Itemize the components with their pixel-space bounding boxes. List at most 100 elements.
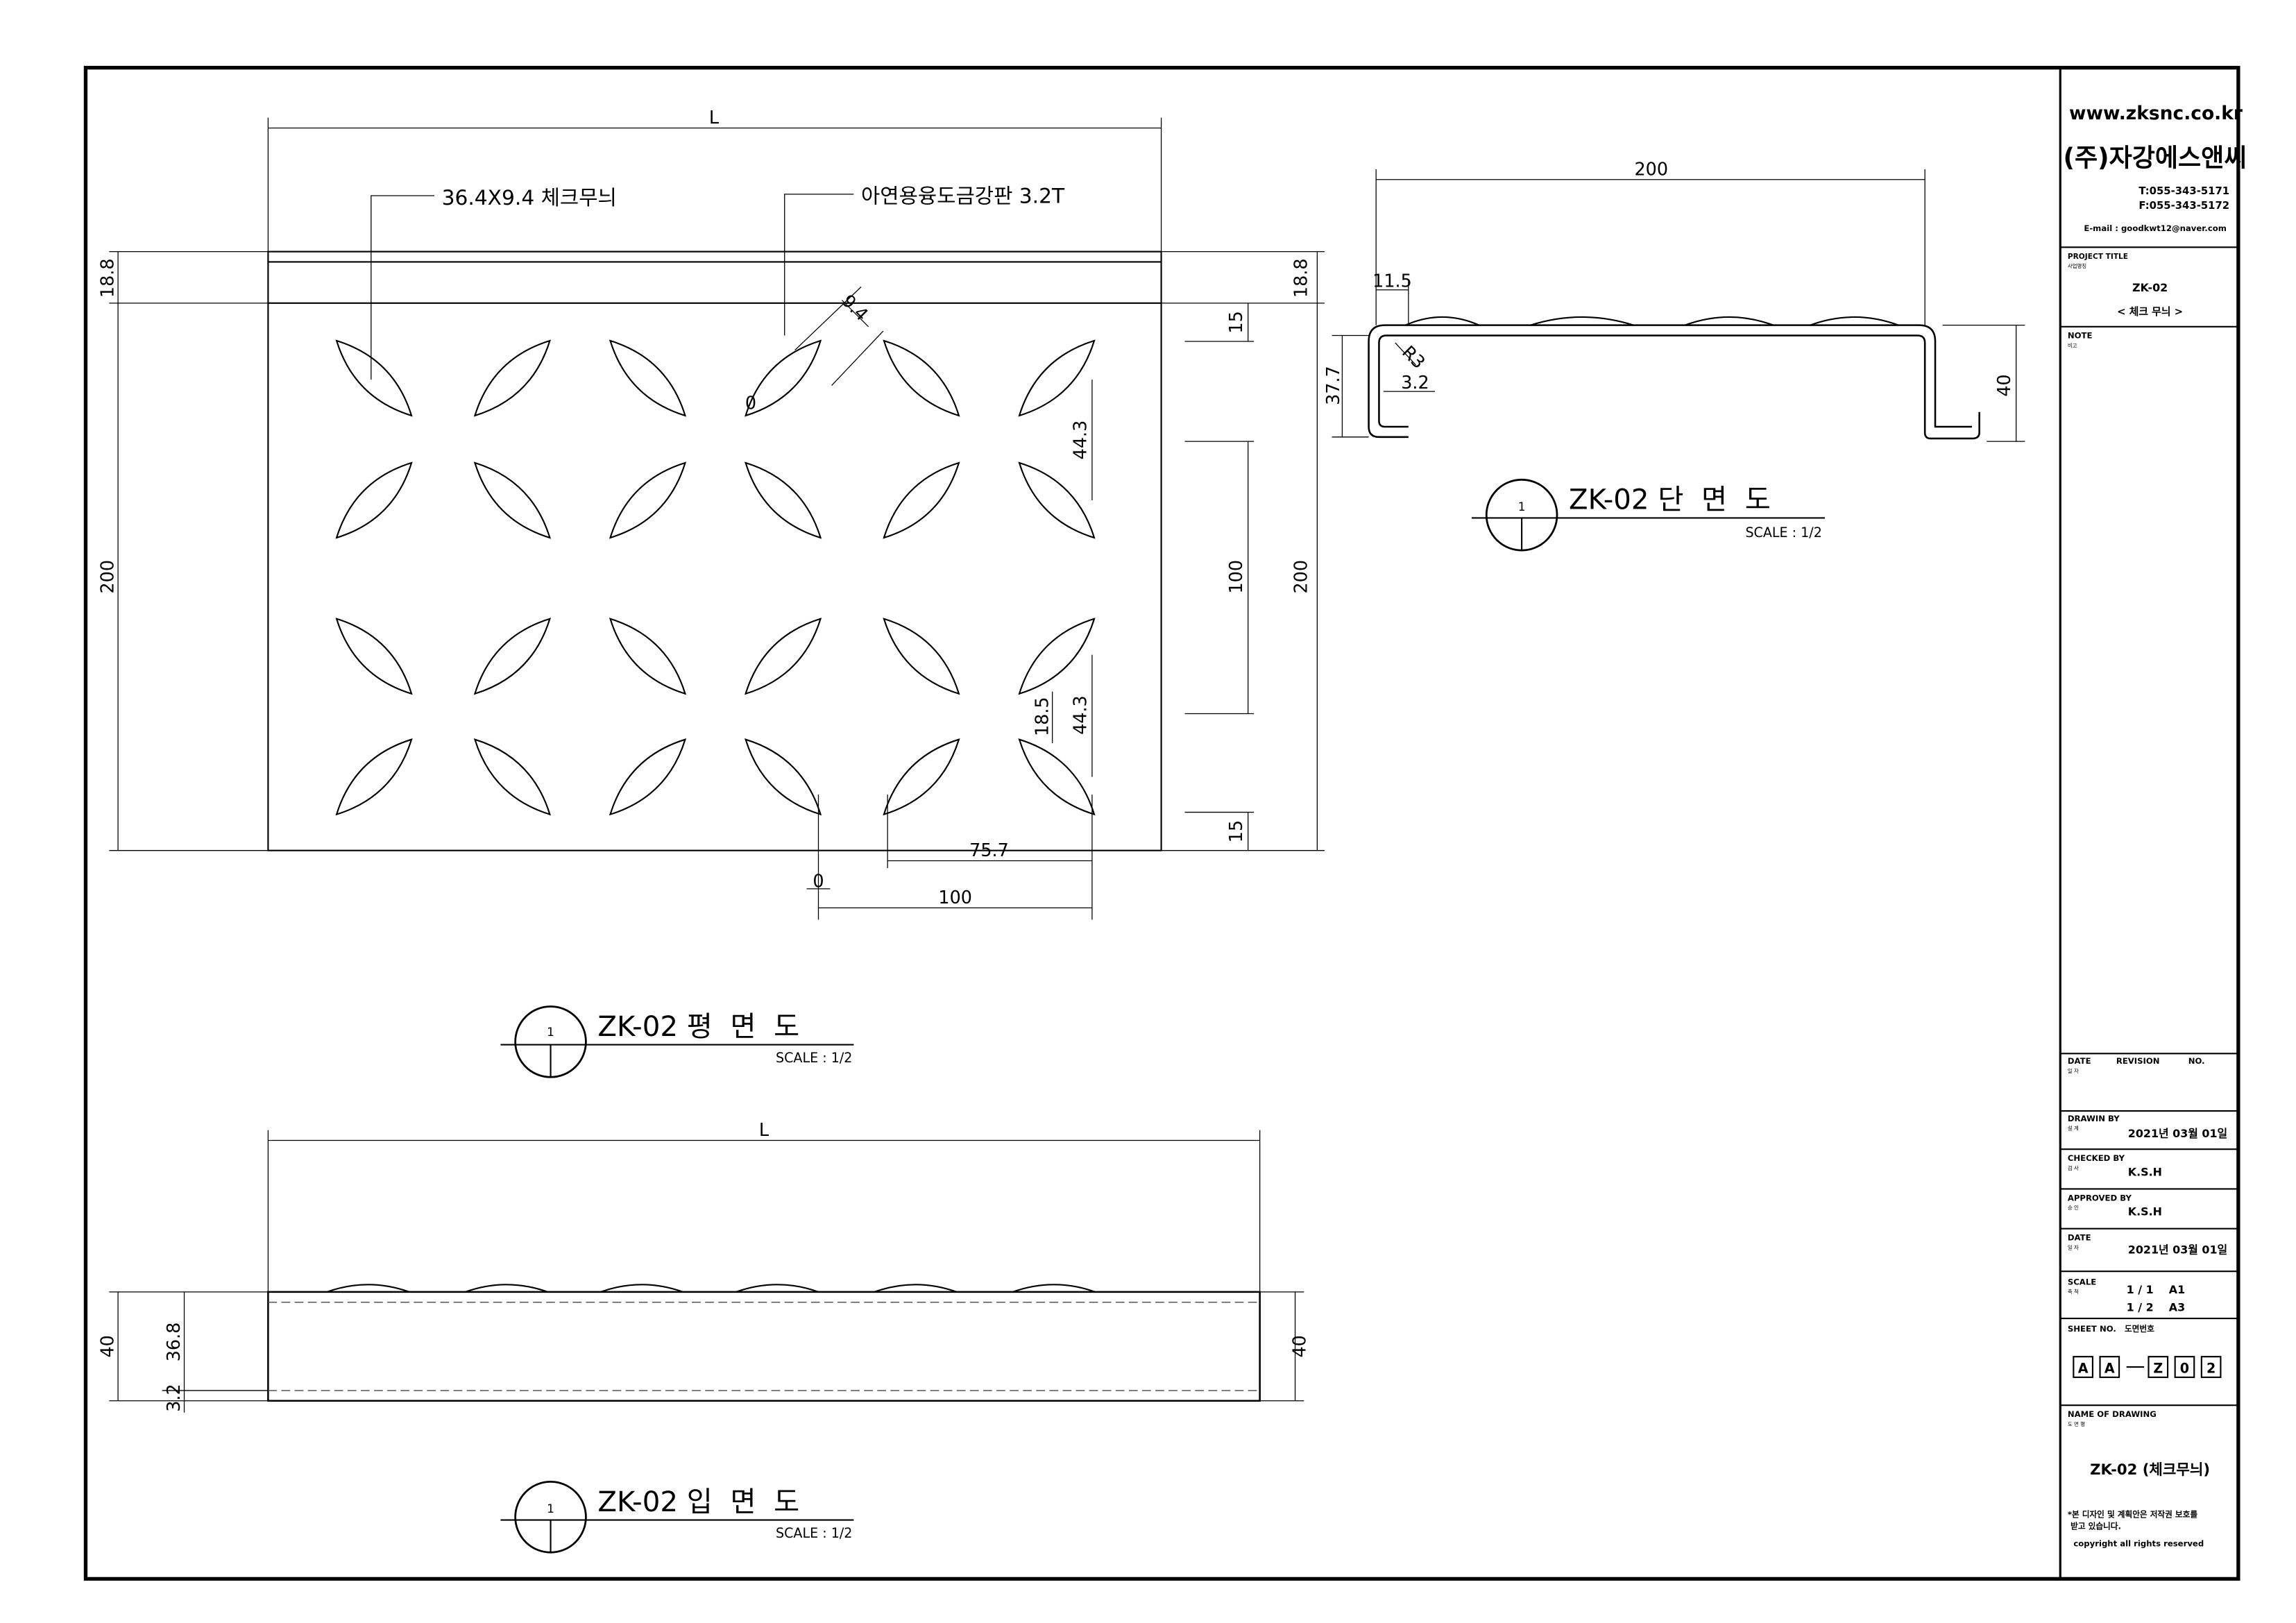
sheet-char: A bbox=[2104, 1361, 2115, 1377]
checker-leaf bbox=[883, 339, 960, 417]
callout-material: 아연용융도금강판 3.2T bbox=[861, 184, 1065, 208]
dim-height: 37.7 bbox=[1323, 366, 1343, 405]
project-name: < 체크 무늬 > bbox=[2117, 306, 2183, 318]
company-tel: T:055-343-5171 bbox=[2138, 185, 2229, 197]
dim-right-height: 40 bbox=[1289, 1335, 1309, 1357]
checker-pattern bbox=[335, 339, 1096, 816]
checker-leaf bbox=[335, 618, 413, 695]
company-fax: F:055-343-5172 bbox=[2138, 200, 2229, 212]
dim-radius: R3 bbox=[1398, 341, 1429, 373]
title-block: www.zksnc.co.kr (주)자강에스앤씨 T:055-343-5171… bbox=[2064, 103, 2247, 1549]
dim-width: 200 bbox=[1634, 158, 1668, 179]
sheet-no-label: SHEET NO. 도면번호 bbox=[2068, 1324, 2154, 1334]
date2-kr: 일 자 bbox=[2068, 1244, 2079, 1250]
date-kr: 일 자 bbox=[2068, 1068, 2079, 1074]
elevation-view: L 40 36.8 3.2 40 1 ZK-02 입 면 도 SCALE : 1… bbox=[97, 1119, 1309, 1554]
sheet-no-boxes bbox=[2073, 1356, 2222, 1378]
view-scale: SCALE : 1/2 bbox=[1745, 525, 1821, 541]
checker-leaf bbox=[1018, 339, 1096, 417]
view-title: ZK-02 입 면 도 bbox=[597, 1486, 799, 1518]
dim-pitch-v: 100 bbox=[1225, 560, 1246, 594]
view-scale: SCALE : 1/2 bbox=[776, 1051, 852, 1066]
detail-number: 1 bbox=[1518, 500, 1526, 513]
checker-leaf bbox=[473, 339, 551, 417]
project-title-label: PROJECT TITLE bbox=[2068, 253, 2128, 261]
dim-zero: 0 bbox=[813, 871, 824, 892]
dim-height: 200 bbox=[97, 560, 118, 594]
plate-side bbox=[267, 1291, 1261, 1402]
approved-by-kr: 승 인 bbox=[2068, 1204, 2079, 1211]
dim-thickness: 3.2 bbox=[1401, 372, 1429, 393]
checker-leaf bbox=[609, 461, 687, 539]
dim-pitch-b: 44.3 bbox=[1069, 695, 1090, 735]
checker-leaf bbox=[473, 738, 551, 816]
approved-by-value: K.S.H bbox=[2128, 1205, 2162, 1218]
sheet-char: 0 bbox=[2180, 1361, 2189, 1377]
dim-length: L bbox=[759, 1119, 769, 1140]
scale-kr: 축 척 bbox=[2068, 1289, 2079, 1295]
section-view: 200 11.5 37.7 R3 3.2 40 1 ZK-02 단 면 도 SC… bbox=[1323, 158, 2025, 552]
drawn-by-label: DRAWIN BY bbox=[2068, 1114, 2120, 1123]
checker-leaf bbox=[473, 461, 551, 539]
view-title: ZK-02 단 면 도 bbox=[1569, 484, 1771, 516]
date2-label: DATE bbox=[2068, 1233, 2091, 1243]
note-label: NOTE bbox=[2068, 331, 2093, 341]
view-title: ZK-02 평 면 도 bbox=[597, 1010, 799, 1043]
scale-value-2: 1 / 2 A3 bbox=[2127, 1300, 2185, 1314]
sheet-border bbox=[83, 65, 2240, 1581]
plan-view: L 18.8 200 15 100 15 200 18.8 44.3 44.3 … bbox=[97, 107, 1325, 1078]
checker-leaf bbox=[745, 738, 822, 816]
elevation-bumps bbox=[326, 1284, 1096, 1293]
dim-right-band: 18.8 bbox=[1291, 258, 1311, 298]
scale-label: SCALE bbox=[2068, 1277, 2096, 1286]
section-bumps bbox=[1405, 316, 1899, 326]
dim-lip: 11.5 bbox=[1372, 271, 1412, 291]
plan-dimension-lines bbox=[109, 117, 1325, 920]
dim-75-7: 75.7 bbox=[969, 840, 1009, 860]
dim-right-height: 200 bbox=[1291, 560, 1311, 594]
dim-thickness: 3.2 bbox=[163, 1384, 184, 1411]
copyright-notice: *본 디자인 및 계획안은 저작권 보호를 bbox=[2068, 1509, 2198, 1519]
checker-leaf bbox=[883, 618, 960, 695]
dim-100: 100 bbox=[938, 887, 972, 908]
detail-number: 1 bbox=[547, 1502, 554, 1515]
copyright-notice: 받고 있습니다. bbox=[2070, 1521, 2121, 1531]
project-title-kr: 사업명칭 bbox=[2068, 262, 2086, 269]
dim-top-band: 18.8 bbox=[97, 258, 118, 298]
company-name: (주)자강에스앤씨 bbox=[2064, 144, 2247, 173]
dim-length: L bbox=[709, 107, 720, 128]
title-block-grid bbox=[2060, 246, 2238, 1407]
checker-leaf bbox=[1018, 618, 1096, 695]
project-code: ZK-02 bbox=[2132, 281, 2168, 294]
company-website: www.zksnc.co.kr bbox=[2069, 103, 2243, 124]
scale-value-1: 1 / 1 A1 bbox=[2127, 1283, 2185, 1296]
revision-label: REVISION bbox=[2116, 1056, 2160, 1066]
dim-right-height: 40 bbox=[1993, 374, 2014, 396]
checked-by-kr: 검 사 bbox=[2068, 1164, 2079, 1171]
drawing-name-kr: 도 면 명 bbox=[2068, 1420, 2085, 1427]
dim-bottom-margin: 15 bbox=[1225, 820, 1246, 842]
plate-outline bbox=[267, 250, 1162, 851]
dim-inner: 36.8 bbox=[163, 1323, 184, 1362]
checker-leaf bbox=[745, 618, 822, 695]
checker-leaf bbox=[1018, 738, 1096, 816]
checker-leaf bbox=[883, 461, 960, 539]
checker-leaf bbox=[335, 461, 413, 539]
note-kr: 비고 bbox=[2068, 342, 2077, 348]
detail-number: 1 bbox=[547, 1025, 554, 1039]
checker-leaf bbox=[745, 461, 822, 539]
copyright-text: copyright all rights reserved bbox=[2073, 1539, 2204, 1549]
drawing-name-label: NAME OF DRAWING bbox=[2068, 1409, 2157, 1419]
checker-leaf bbox=[609, 738, 687, 816]
checked-by-label: CHECKED BY bbox=[2068, 1153, 2125, 1163]
view-scale: SCALE : 1/2 bbox=[776, 1526, 852, 1541]
dim-height: 40 bbox=[97, 1335, 118, 1357]
checker-leaf bbox=[473, 618, 551, 695]
checker-leaf bbox=[335, 738, 413, 816]
checked-by-value: K.S.H bbox=[2128, 1165, 2162, 1178]
dim-zero-2: 0 bbox=[745, 393, 756, 414]
channel-profile bbox=[1368, 324, 1980, 440]
checker-leaf bbox=[335, 339, 413, 417]
checker-leaf bbox=[883, 738, 960, 816]
date-label: DATE bbox=[2068, 1056, 2091, 1066]
